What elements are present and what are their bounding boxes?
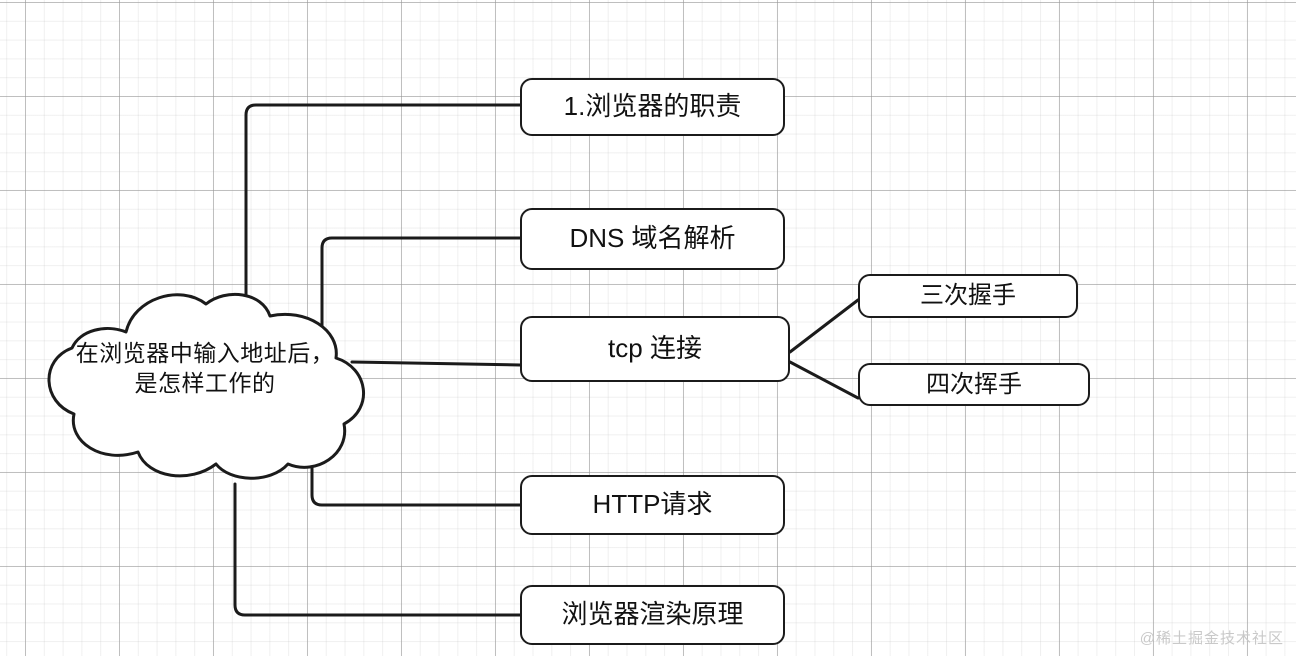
- node-browser-duty[interactable]: 1.浏览器的职责: [520, 78, 785, 136]
- node-render-label: 浏览器渲染原理: [561, 599, 744, 630]
- node-dns[interactable]: DNS 域名解析: [520, 208, 785, 270]
- root-node-label: 在浏览器中输入地址后， 是怎样工作的: [46, 338, 364, 399]
- node-handshake-3[interactable]: 三次握手: [858, 274, 1078, 318]
- cloud-shape-icon: [47, 292, 366, 480]
- root-node-line-1: 在浏览器中输入地址后，: [75, 340, 335, 366]
- root-node-line-2: 是怎样工作的: [134, 370, 276, 397]
- watermark: @稀土掘金技术社区: [1139, 630, 1284, 647]
- connector-tcp-to-wave-4: [788, 360, 860, 400]
- node-wave-4[interactable]: 四次挥手: [858, 363, 1090, 406]
- node-tcp[interactable]: tcp 连接: [520, 316, 790, 382]
- node-handshake-3-label: 三次握手: [920, 282, 1016, 310]
- node-dns-label: DNS 域名解析: [569, 223, 736, 254]
- node-browser-duty-label: 1.浏览器的职责: [563, 91, 742, 122]
- node-render[interactable]: 浏览器渲染原理: [520, 585, 785, 645]
- root-node-cloud[interactable]: 在浏览器中输入地址后， 是怎样工作的: [30, 286, 380, 482]
- node-tcp-label: tcp 连接: [608, 333, 702, 364]
- connector-root-to-render: [233, 482, 522, 617]
- connector-tcp-to-handshake-3: [788, 298, 860, 354]
- node-wave-4-label: 四次挥手: [926, 370, 1022, 398]
- node-http[interactable]: HTTP请求: [520, 475, 785, 535]
- node-http-label: HTTP请求: [592, 489, 713, 520]
